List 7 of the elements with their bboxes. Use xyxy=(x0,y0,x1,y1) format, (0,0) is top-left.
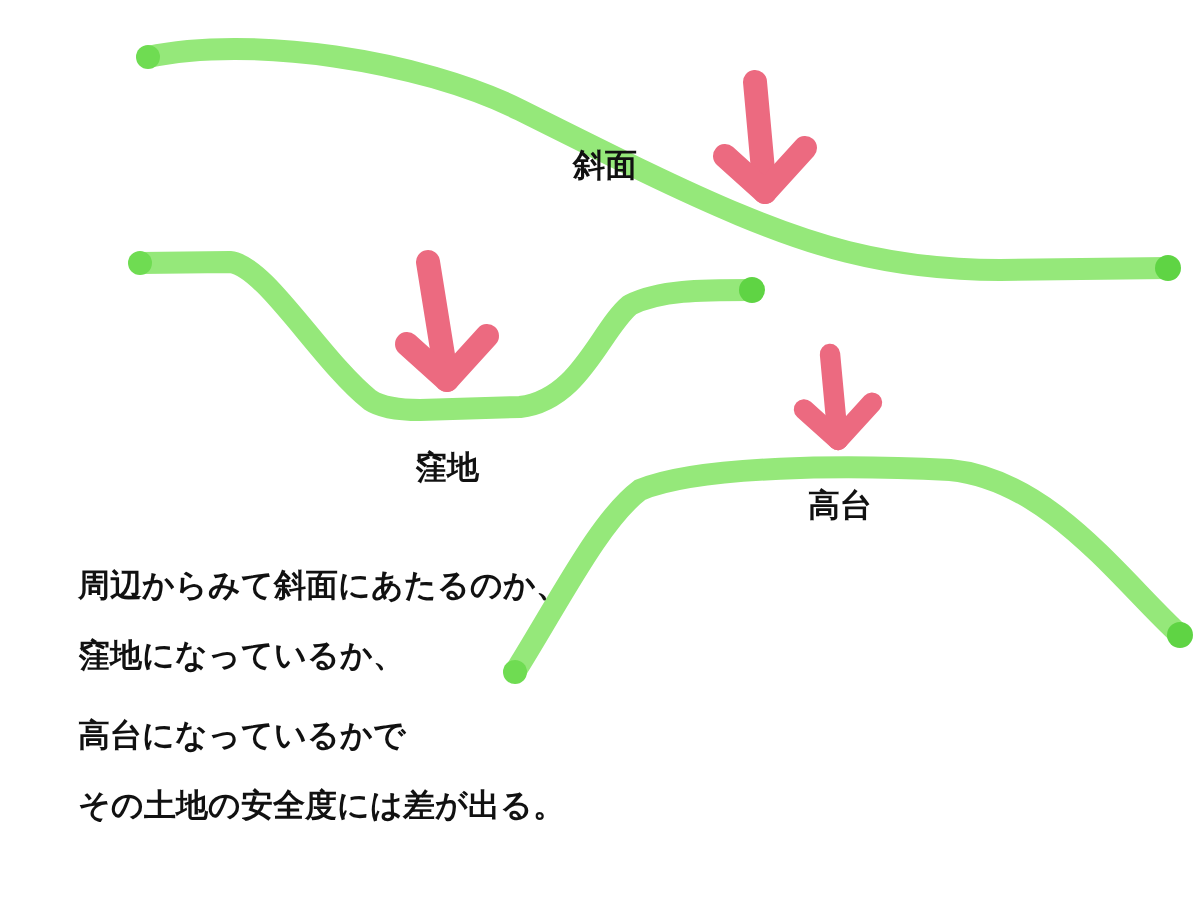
explanation-text: その土地の安全度には差が出る。 xyxy=(78,787,565,823)
terrain-label: 斜面 xyxy=(573,147,637,183)
terrain-label: 窪地 xyxy=(415,449,479,485)
terrain-label: 高台 xyxy=(808,487,872,523)
explanation-text: 窪地になっているか、 xyxy=(78,637,405,673)
explanation-text: 周辺からみて斜面にあたるのか、 xyxy=(78,567,568,603)
explanation-text: 高台になっているかで xyxy=(78,717,406,753)
